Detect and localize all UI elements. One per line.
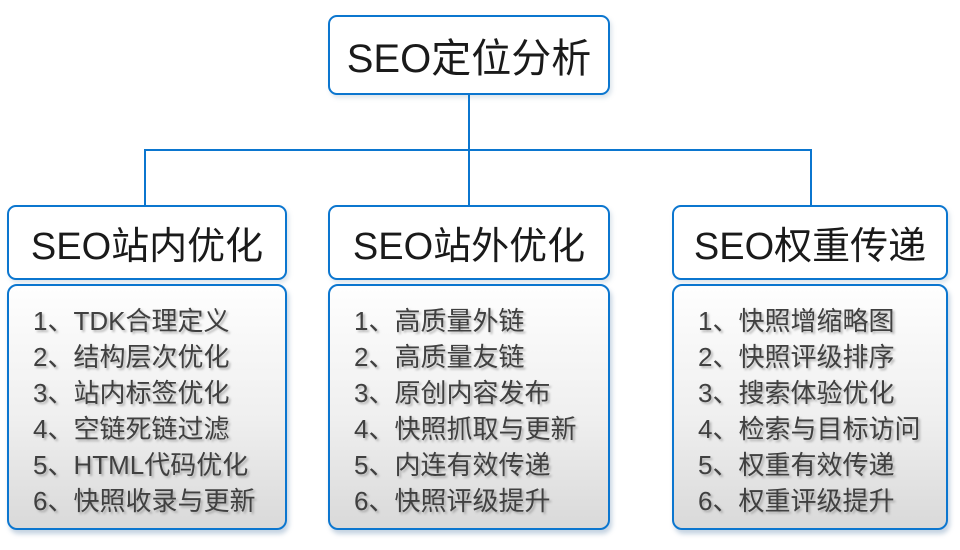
list-item: 4、空链死链过滤 (33, 414, 230, 444)
branch-node-onsite: SEO站内优化 (7, 205, 287, 280)
branch-node-offsite: SEO站外优化 (328, 205, 610, 280)
list-item: 2、高质量友链 (354, 342, 525, 372)
list-item: 1、TDK合理定义 (33, 306, 230, 336)
list-item: 1、高质量外链 (354, 306, 525, 336)
list-item: 3、搜索体验优化 (698, 378, 895, 408)
list-item: 6、快照评级提升 (354, 486, 551, 516)
connector-root-vertical (468, 95, 470, 150)
root-node-label: SEO定位分析 (346, 37, 592, 81)
connector-drop-offsite (468, 149, 470, 206)
list-item: 6、快照收录与更新 (33, 486, 256, 516)
branch-node-weight-label: SEO权重传递 (693, 226, 927, 268)
offsite-item-list: 1、高质量外链 2、高质量友链 3、原创内容发布 4、快照抓取与更新 5、内连有… (328, 284, 610, 530)
list-item: 1、快照增缩略图 (698, 306, 895, 336)
list-item: 5、权重有效传递 (698, 450, 895, 480)
list-item: 5、HTML代码优化 (33, 450, 249, 480)
branch-node-offsite-label: SEO站外优化 (352, 226, 586, 268)
onsite-item-list: 1、TDK合理定义 2、结构层次优化 3、站内标签优化 4、空链死链过滤 5、H… (7, 284, 287, 530)
list-item: 5、内连有效传递 (354, 450, 551, 480)
connector-horizontal-bar (144, 149, 812, 151)
list-item: 3、原创内容发布 (354, 378, 551, 408)
list-item: 2、快照评级排序 (698, 342, 895, 372)
list-item: 6、权重评级提升 (698, 486, 895, 516)
branch-node-onsite-label: SEO站内优化 (30, 226, 264, 268)
connector-drop-weight (810, 149, 812, 206)
list-item: 2、结构层次优化 (33, 342, 230, 372)
root-node: SEO定位分析 (328, 15, 610, 95)
list-item: 4、检索与目标访问 (698, 414, 921, 444)
branch-node-weight: SEO权重传递 (672, 205, 948, 280)
weight-item-list: 1、快照增缩略图 2、快照评级排序 3、搜索体验优化 4、检索与目标访问 5、权… (672, 284, 948, 530)
list-item: 3、站内标签优化 (33, 378, 230, 408)
connector-drop-onsite (144, 149, 146, 206)
list-item: 4、快照抓取与更新 (354, 414, 577, 444)
